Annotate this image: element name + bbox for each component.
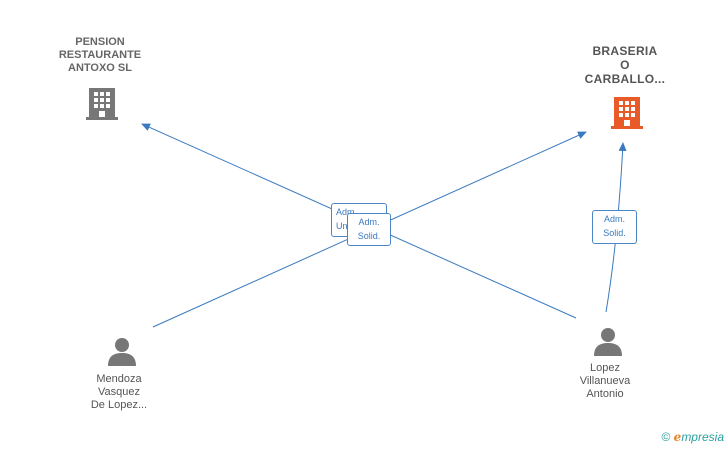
- empresia-logo-e: e: [673, 430, 682, 444]
- empresia-logo-text: mpresia: [681, 430, 724, 444]
- empresia-credit: © empresia: [661, 430, 724, 444]
- person-icon[interactable]: [107, 336, 137, 366]
- person-label-lopez: Lopez Villanueva Antonio: [579, 362, 631, 400]
- company-label-pension: PENSION RESTAURANTE ANTOXO SL: [58, 36, 142, 74]
- person-label-mendoza: Mendoza Vasquez De Lopez...: [90, 373, 148, 411]
- building-icon[interactable]: [86, 86, 118, 120]
- company-label-braseria: BRASERIA O CARBALLO...: [584, 44, 666, 86]
- copyright-symbol: ©: [661, 430, 671, 444]
- edge-label-adm-solid-right[interactable]: Adm. Solid.: [592, 210, 637, 244]
- person-icon[interactable]: [593, 326, 623, 356]
- building-icon[interactable]: [611, 95, 643, 129]
- edge-label-adm-solid-center[interactable]: Adm. Solid.: [347, 213, 391, 246]
